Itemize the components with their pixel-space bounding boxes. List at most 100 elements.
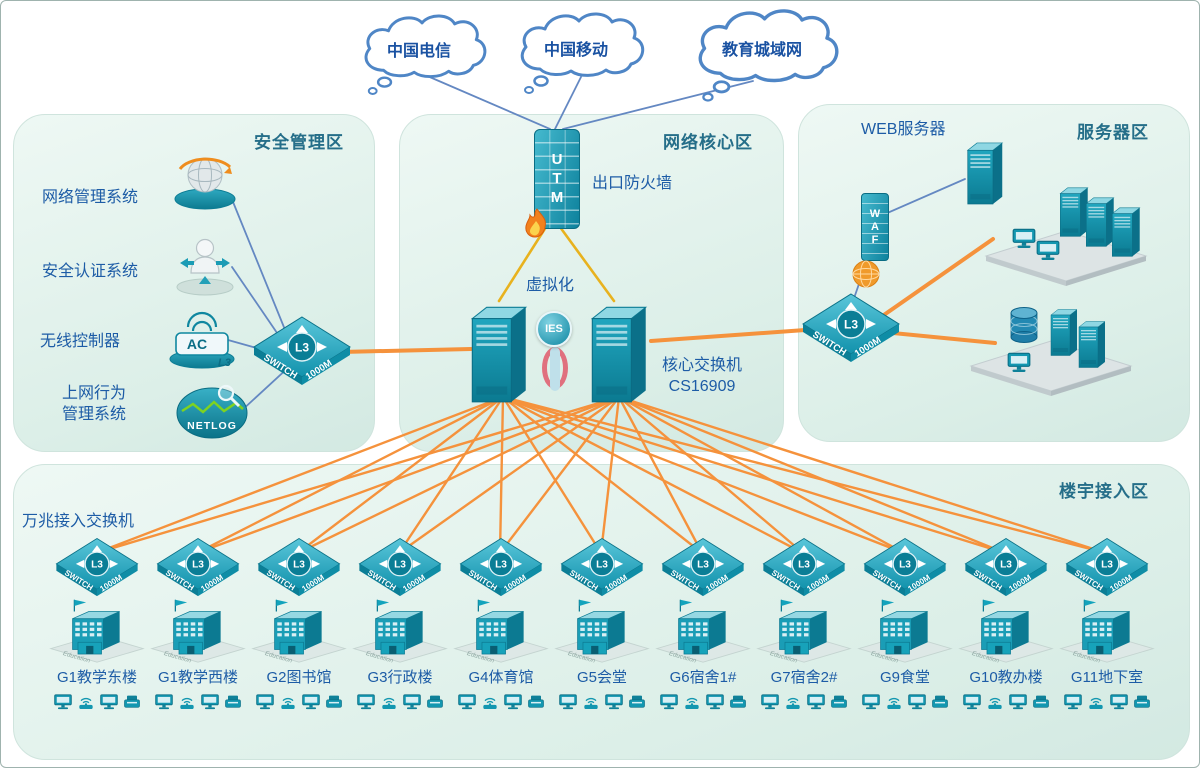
building-devices — [861, 693, 950, 710]
pc-icon — [154, 693, 174, 710]
building-icon — [754, 597, 854, 664]
wifi-ap-icon — [177, 693, 197, 710]
building-devices — [457, 693, 546, 710]
pc-icon — [604, 693, 624, 710]
building-icon — [47, 597, 147, 664]
building-devices — [962, 693, 1051, 710]
firewall-caption: 出口防火墙 — [592, 175, 673, 192]
flame-icon — [525, 208, 546, 238]
printer-icon — [1132, 693, 1152, 710]
virtualization-label: 虚拟化 — [526, 277, 575, 294]
building-devices — [659, 693, 748, 710]
wifi-ap-icon — [379, 693, 399, 710]
access-switch-icon — [154, 535, 242, 603]
building-devices — [53, 693, 142, 710]
zone-server: 服务器区 WEB服务器 WAF — [798, 104, 1190, 442]
cloud-china-mobile: 中国移动 — [507, 7, 657, 97]
printer-icon — [526, 693, 546, 710]
building-label: G2图书馆 — [266, 669, 332, 686]
auth-system-icon — [176, 238, 234, 296]
building-icon — [653, 597, 753, 664]
pc-icon — [356, 693, 376, 710]
cloud-label: 中国移动 — [543, 41, 608, 59]
building-icon — [1057, 597, 1157, 664]
wifi-ap-icon — [76, 693, 96, 710]
network-mgmt-icon — [174, 157, 236, 210]
building-devices — [255, 693, 344, 710]
core-switch-label: 核心交换机 CS16909 — [662, 357, 743, 395]
building-icon — [956, 597, 1056, 664]
wifi-ap-icon — [783, 693, 803, 710]
pc-icon — [907, 693, 927, 710]
building-label: G1教学西楼 — [157, 669, 238, 686]
pc-icon — [659, 693, 679, 710]
building-icon — [249, 597, 349, 664]
building-label: G5会堂 — [576, 669, 627, 686]
wireless-controller-icon: AC L3 — [169, 311, 235, 369]
access-switch-icon — [558, 535, 646, 603]
building-column: G2图书馆 — [247, 535, 351, 710]
zone-building-title: 楼宇接入区 — [1059, 482, 1149, 501]
database-icon — [1010, 307, 1038, 343]
behavior-mgmt-label: 上网行为 管理系统 — [62, 385, 127, 423]
zone-core: 网络核心区 UTM 出口防火墙 虚拟化 IES 核心交换机 CS16909 — [399, 114, 784, 452]
firewall-label-text: UTM — [548, 150, 566, 208]
cloud-china-telecom: 中国电信 — [351, 9, 499, 98]
pc-icon — [760, 693, 780, 710]
network-mgmt-label: 网络管理系统 — [42, 189, 139, 206]
wifi-ap-icon — [884, 693, 904, 710]
printer-icon — [627, 693, 647, 710]
pc-icon — [402, 693, 422, 710]
building-column: G6宿舍1# — [651, 535, 755, 710]
building-column: G7宿舍2# — [752, 535, 856, 710]
waf-label-text: WAF — [869, 207, 881, 247]
wifi-ap-icon — [1086, 693, 1106, 710]
wireless-controller-label: 无线控制器 — [40, 333, 121, 350]
building-devices — [154, 693, 243, 710]
access-switch-icon — [1063, 535, 1151, 603]
web-server-label: WEB服务器 — [861, 121, 946, 138]
wifi-ap-icon — [985, 693, 1005, 710]
building-devices — [558, 693, 647, 710]
pc-icon — [861, 693, 881, 710]
printer-icon — [829, 693, 849, 710]
building-icon — [552, 597, 652, 664]
l3-switch-icon — [250, 313, 354, 393]
pc-icon — [806, 693, 826, 710]
building-column: G10教办楼 — [954, 535, 1058, 710]
utm-firewall-icon: UTM — [525, 127, 584, 241]
printer-icon — [728, 693, 748, 710]
building-label: G6宿舍1# — [669, 669, 737, 686]
access-switch-icon — [659, 535, 747, 603]
pc-icon — [255, 693, 275, 710]
building-devices — [760, 693, 849, 710]
building-label: G9食堂 — [879, 669, 930, 686]
pc-icon — [558, 693, 578, 710]
server-rack-group-icon — [984, 187, 1148, 286]
waf-body: WAF — [861, 193, 889, 261]
wifi-ap-icon — [682, 693, 702, 710]
zone-security-title: 安全管理区 — [254, 133, 344, 152]
pc-icon — [53, 693, 73, 710]
pc-icon — [301, 693, 321, 710]
ies-node-icon: IES — [536, 311, 572, 347]
access-switch-icon — [457, 535, 545, 603]
building-label: G11地下室 — [1070, 669, 1144, 686]
pc-icon — [962, 693, 982, 710]
pc-icon — [99, 693, 119, 710]
building-column: G5会堂 — [550, 535, 654, 710]
building-icon — [451, 597, 551, 664]
stack-ring-icon — [542, 347, 568, 389]
building-column: G3行政楼 — [348, 535, 452, 710]
core-switch-2-icon — [582, 298, 656, 405]
access-switch-icon — [962, 535, 1050, 603]
wifi-ap-icon — [278, 693, 298, 710]
printer-icon — [930, 693, 950, 710]
building-icon — [855, 597, 955, 664]
cloud-education-man: 教育城域网 — [683, 3, 853, 105]
building-label: G4体育馆 — [468, 669, 534, 686]
printer-icon — [425, 693, 445, 710]
waf-icon: WAF — [851, 193, 899, 289]
cloud-label: 中国电信 — [386, 43, 451, 61]
